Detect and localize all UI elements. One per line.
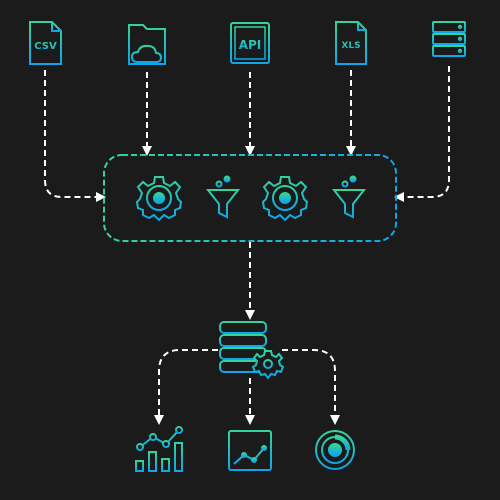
connector-hub-to-donut: [282, 349, 340, 425]
filter-funnel-icon: [331, 175, 367, 219]
api-label: API: [239, 38, 262, 52]
gear-icon: [135, 176, 183, 222]
csv-label: CSV: [34, 41, 57, 52]
connector-csv: [44, 70, 106, 202]
api-icon: API: [230, 22, 270, 64]
connectors: [44, 66, 450, 425]
cloud-folder-icon: [128, 24, 166, 65]
processing-box: [103, 154, 397, 242]
csv-file-icon: CSV: [29, 21, 62, 65]
server-icon: [432, 21, 466, 60]
dashboard-chart-icon: [228, 430, 272, 471]
bar-line-chart-icon: [135, 426, 183, 472]
database-server-gear-icon: [219, 321, 285, 380]
xls-label: XLS: [341, 41, 360, 51]
connector-server: [394, 66, 450, 202]
donut-chart-icon: [315, 430, 355, 470]
xls-file-icon: XLS: [335, 21, 367, 65]
filter-funnel-icon: [205, 175, 241, 219]
gear-icon: [261, 176, 309, 222]
connector-hub-to-chart: [154, 349, 218, 425]
